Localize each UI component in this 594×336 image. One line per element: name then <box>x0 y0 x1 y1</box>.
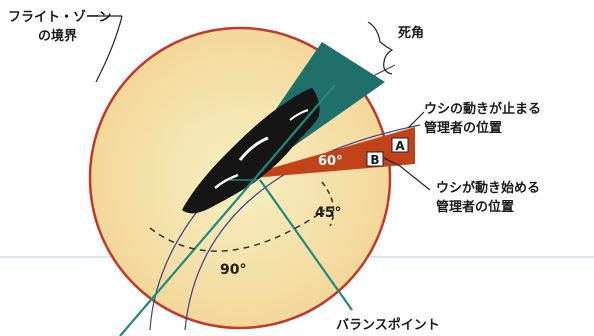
marker-a-box <box>391 137 409 153</box>
balance-point-line <box>259 179 353 311</box>
balance-point-label: バランスポイント <box>336 317 440 333</box>
start-label-line1: ウシが動き始める <box>436 180 540 196</box>
marker-b-box <box>366 151 384 167</box>
angle-90-label: 90° <box>220 262 246 278</box>
stop-label-line2: 管理者の位置 <box>424 120 502 136</box>
handler-zone-wedge <box>230 127 415 180</box>
curve-inner <box>184 124 421 331</box>
axis-line <box>119 84 336 336</box>
blind-spot-bracket <box>367 21 394 75</box>
cow-marking-3 <box>289 109 309 121</box>
cow-marking-2 <box>214 173 239 189</box>
cow-marking <box>238 136 269 161</box>
blind-spot-label: 死角 <box>398 25 424 41</box>
angle-45-arc <box>321 181 335 227</box>
cow-silhouette <box>182 88 320 214</box>
start-label-line2: 管理者の位置 <box>436 199 514 215</box>
flight-zone-label-line1: フライト・ゾーン <box>8 9 111 25</box>
angle-90-arc <box>149 209 326 252</box>
start-leader <box>383 157 431 191</box>
marker-b-label: B <box>370 153 379 167</box>
stop-label-line1: ウシの動きが止まる <box>424 101 541 117</box>
marker-a-label: A <box>395 139 405 153</box>
flight-zone-leader <box>95 15 123 83</box>
flight-zone-label-line2: の境界 <box>38 28 77 44</box>
angle-60-label: 60° <box>318 154 343 169</box>
stop-leader <box>407 111 425 129</box>
angle-45-label: 45° <box>315 205 341 221</box>
